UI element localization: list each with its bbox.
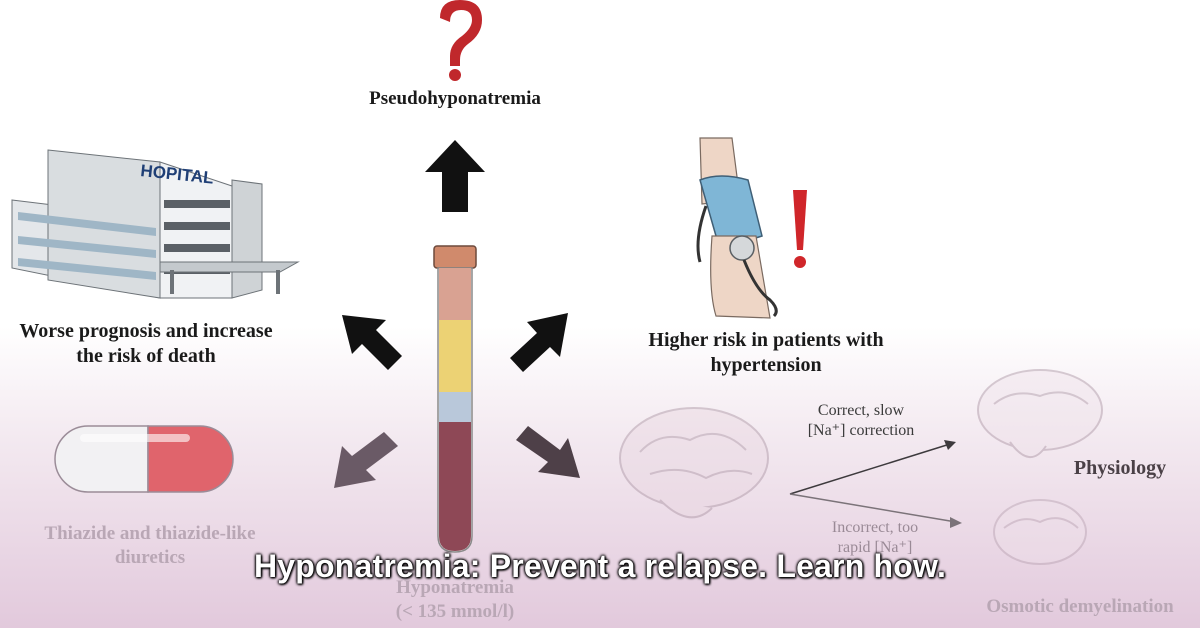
hospital-icon: HOPITAL <box>11 149 300 299</box>
label-hyponatremia-title: Hyponatremia <box>396 577 514 598</box>
label-incorrect-line1: Incorrect, too <box>831 519 919 536</box>
brain-icon <box>977 369 1103 458</box>
arrow-down-right <box>516 426 580 478</box>
arrow-down-left <box>334 432 398 488</box>
blood-pressure-cuff-icon <box>696 137 778 319</box>
label-correct: Correct, slow [Na⁺] correction <box>780 401 942 441</box>
label-hypertension: Higher risk in patients with hypertensio… <box>618 328 914 378</box>
label-physiology: Physiology <box>1073 457 1167 479</box>
brain-icon <box>619 407 769 519</box>
brain-icon <box>993 499 1087 565</box>
label-prognosis-line2: the risk of death <box>76 345 216 367</box>
pill-capsule-icon <box>54 425 234 493</box>
caption-overlay: Hyponatremia: Prevent a relapse. Learn h… <box>253 548 947 584</box>
label-hyponatremia-center: Hyponatremia (< 135 mmol/l) <box>360 576 550 624</box>
arrow-up-right <box>510 313 568 372</box>
label-prognosis: Worse prognosis and increase the risk of… <box>0 319 292 369</box>
question-mark-icon <box>440 0 482 81</box>
branch-arrows <box>789 440 962 528</box>
label-hypertension-line2: hypertension <box>710 354 822 376</box>
label-correct-line2: [Na⁺] correction <box>807 422 915 439</box>
label-thiazide: Thiazide and thiazide-like diuretics <box>10 522 290 570</box>
label-incorrect: Incorrect, too rapid [Na⁺] <box>800 518 950 558</box>
exclamation-icon <box>793 190 807 268</box>
test-tube-icon <box>433 245 477 553</box>
label-correct-line1: Correct, slow <box>817 402 905 419</box>
arrow-up <box>425 140 485 212</box>
label-osmotic: Osmotic demyelination <box>986 596 1174 617</box>
label-hypertension-line1: Higher risk in patients with <box>648 329 884 351</box>
label-pseudohyponatremia: Pseudohyponatremia <box>369 88 541 109</box>
label-prognosis-line1: Worse prognosis and increase <box>19 320 273 342</box>
label-thiazide-line1: Thiazide and thiazide-like <box>44 523 256 544</box>
label-hyponatremia-threshold: (< 135 mmol/l) <box>395 600 515 622</box>
arrow-up-left <box>342 315 402 370</box>
label-thiazide-line2: diuretics <box>114 546 186 568</box>
label-incorrect-line2: rapid [Na⁺] <box>837 539 913 556</box>
